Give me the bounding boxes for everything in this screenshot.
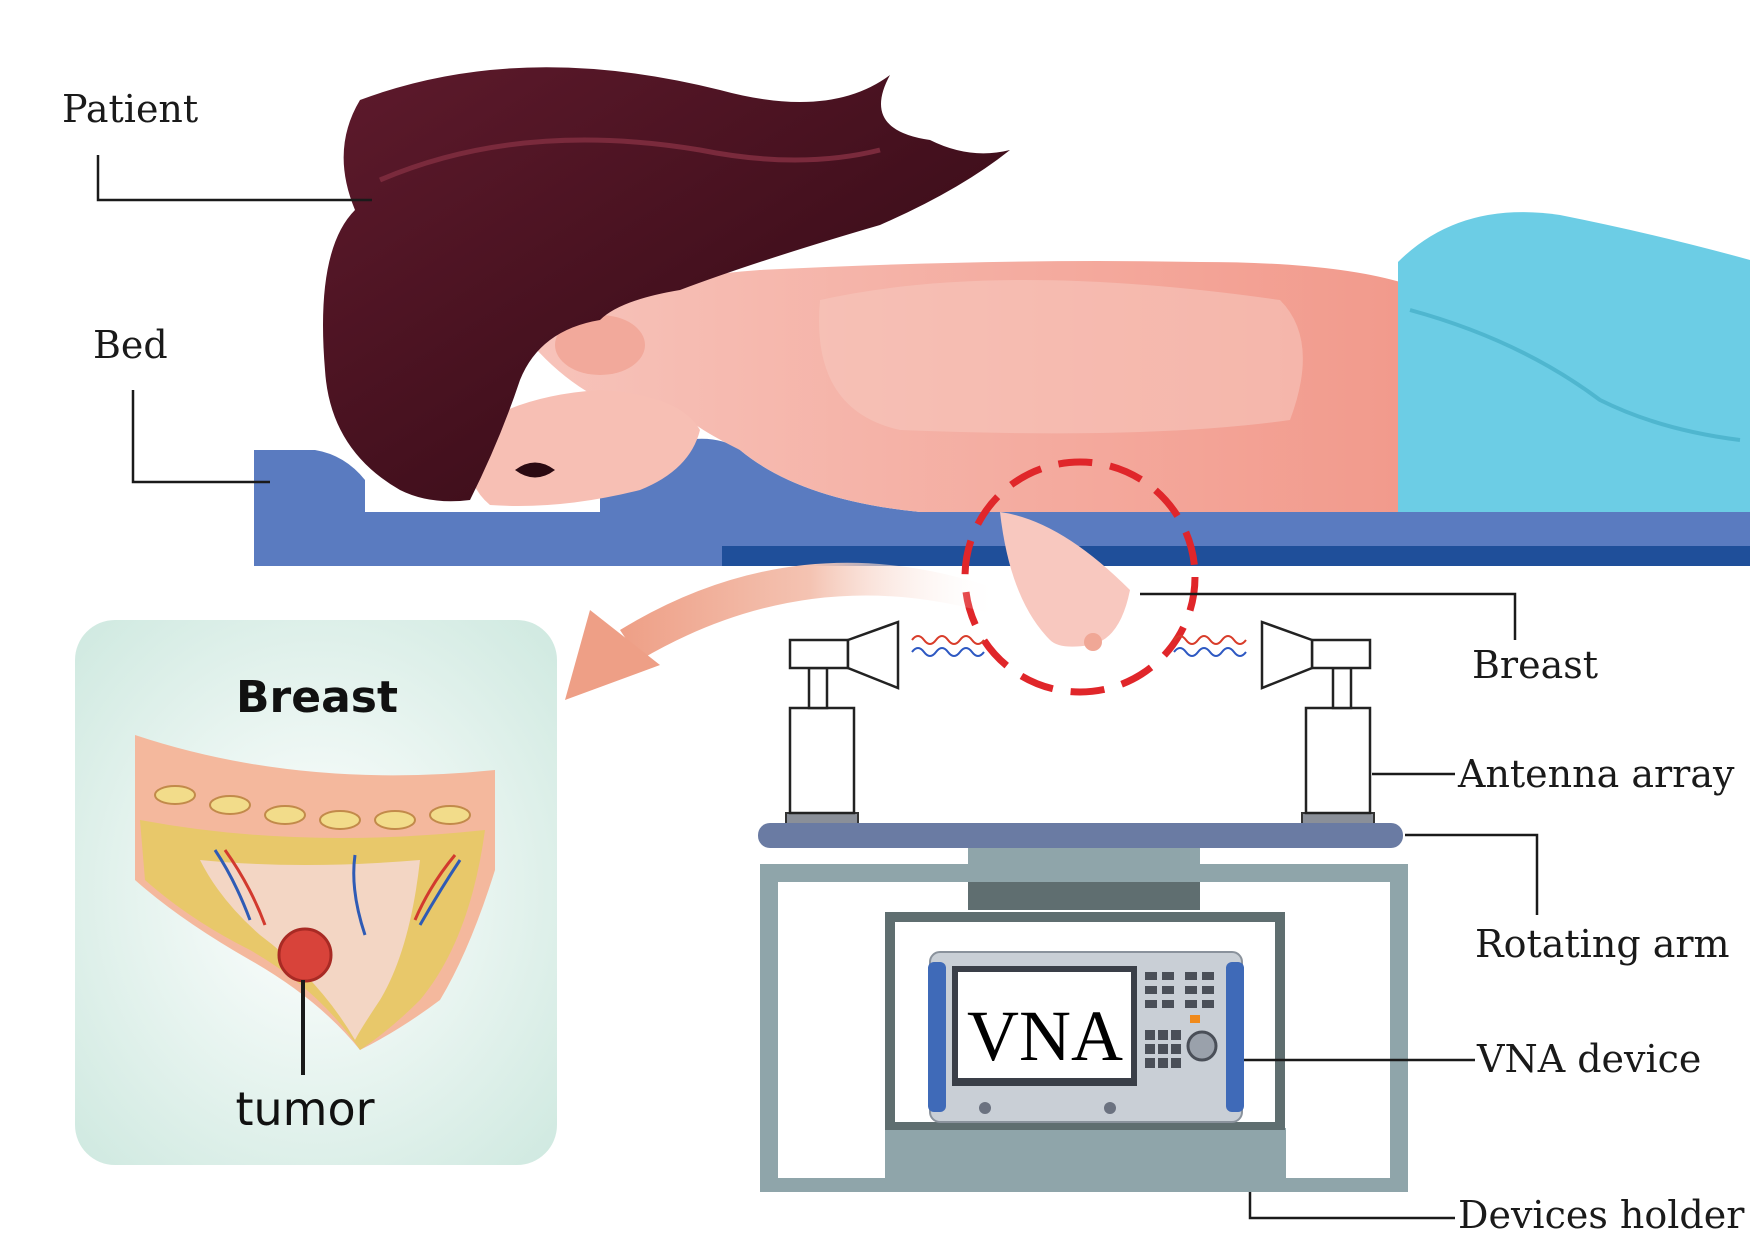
label-bed: Bed <box>93 323 168 367</box>
patient-towel <box>1398 212 1750 512</box>
antenna-left-tower <box>788 706 856 815</box>
label-vna-device: VNA device <box>1476 1037 1701 1081</box>
vna-port-1 <box>979 1102 991 1114</box>
vna-port-2 <box>1104 1102 1116 1114</box>
arm-shaft-dark <box>968 878 1200 910</box>
antenna-right-mast <box>1331 666 1353 710</box>
inset-title: Breast <box>236 672 398 723</box>
inset-tumor <box>277 927 333 983</box>
antenna-left-mount <box>788 638 850 670</box>
patient-eye <box>515 462 555 478</box>
vna-screen-text: VNA <box>967 996 1123 1076</box>
vna-device: VNA <box>928 951 1244 1123</box>
label-devices-holder: Devices holder <box>1458 1193 1745 1237</box>
patient-shoulder-blade <box>819 280 1303 434</box>
inset-fat-lobules <box>154 785 471 830</box>
antenna-right-tower <box>1304 706 1372 815</box>
breast-inset-panel: Breast tumor <box>75 620 557 1165</box>
breast-region <box>961 458 1199 696</box>
zoom-arrow-head <box>565 610 660 700</box>
antenna-left-wave-blue <box>911 647 985 657</box>
vna-right-handle <box>1226 962 1244 1112</box>
zoom-arrow <box>620 562 1000 660</box>
inset-tumor-label: tumor <box>235 1082 374 1136</box>
antenna-right-horn <box>1260 620 1314 690</box>
vna-orange-key <box>1190 1015 1200 1023</box>
antenna-right <box>1173 620 1375 826</box>
antenna-right-mount <box>1310 638 1372 670</box>
leader-bed <box>131 390 270 484</box>
patient-hair <box>323 67 1010 502</box>
label-rotating-arm: Rotating arm <box>1475 922 1730 966</box>
leader-devices-holder <box>1248 1192 1455 1220</box>
antenna-right-wave-red <box>1173 635 1247 645</box>
vna-keypad <box>1145 972 1214 1068</box>
label-antenna-array: Antenna array <box>1457 752 1735 796</box>
patient-figure <box>323 67 1750 512</box>
leader-breast <box>1140 592 1517 640</box>
leader-patient <box>96 155 372 202</box>
breast-focus-circle <box>961 458 1199 696</box>
bed <box>254 438 1750 566</box>
label-patient: Patient <box>62 87 198 131</box>
bed-rail <box>722 546 1750 566</box>
towel-fold <box>1409 308 1741 442</box>
antenna-left-wave-red <box>911 635 985 645</box>
leader-rotating-arm <box>1405 833 1539 915</box>
antenna-left-horn <box>846 620 900 690</box>
patient-face <box>467 390 700 506</box>
antenna-left-mast <box>807 666 829 710</box>
inset-vessels <box>213 849 462 936</box>
label-breast: Breast <box>1472 643 1598 687</box>
antenna-left <box>785 620 985 826</box>
patient-breast <box>1000 512 1130 647</box>
breast-nipple <box>1084 633 1102 651</box>
antenna-right-wave-blue <box>1173 647 1247 657</box>
rotating-arm <box>758 823 1403 848</box>
patient-ear <box>555 315 645 375</box>
patient-hair-highlight <box>379 137 881 183</box>
vna-rotary-knob <box>1186 1030 1218 1062</box>
vna-left-handle <box>928 962 946 1112</box>
vna-screen <box>958 972 1131 1078</box>
